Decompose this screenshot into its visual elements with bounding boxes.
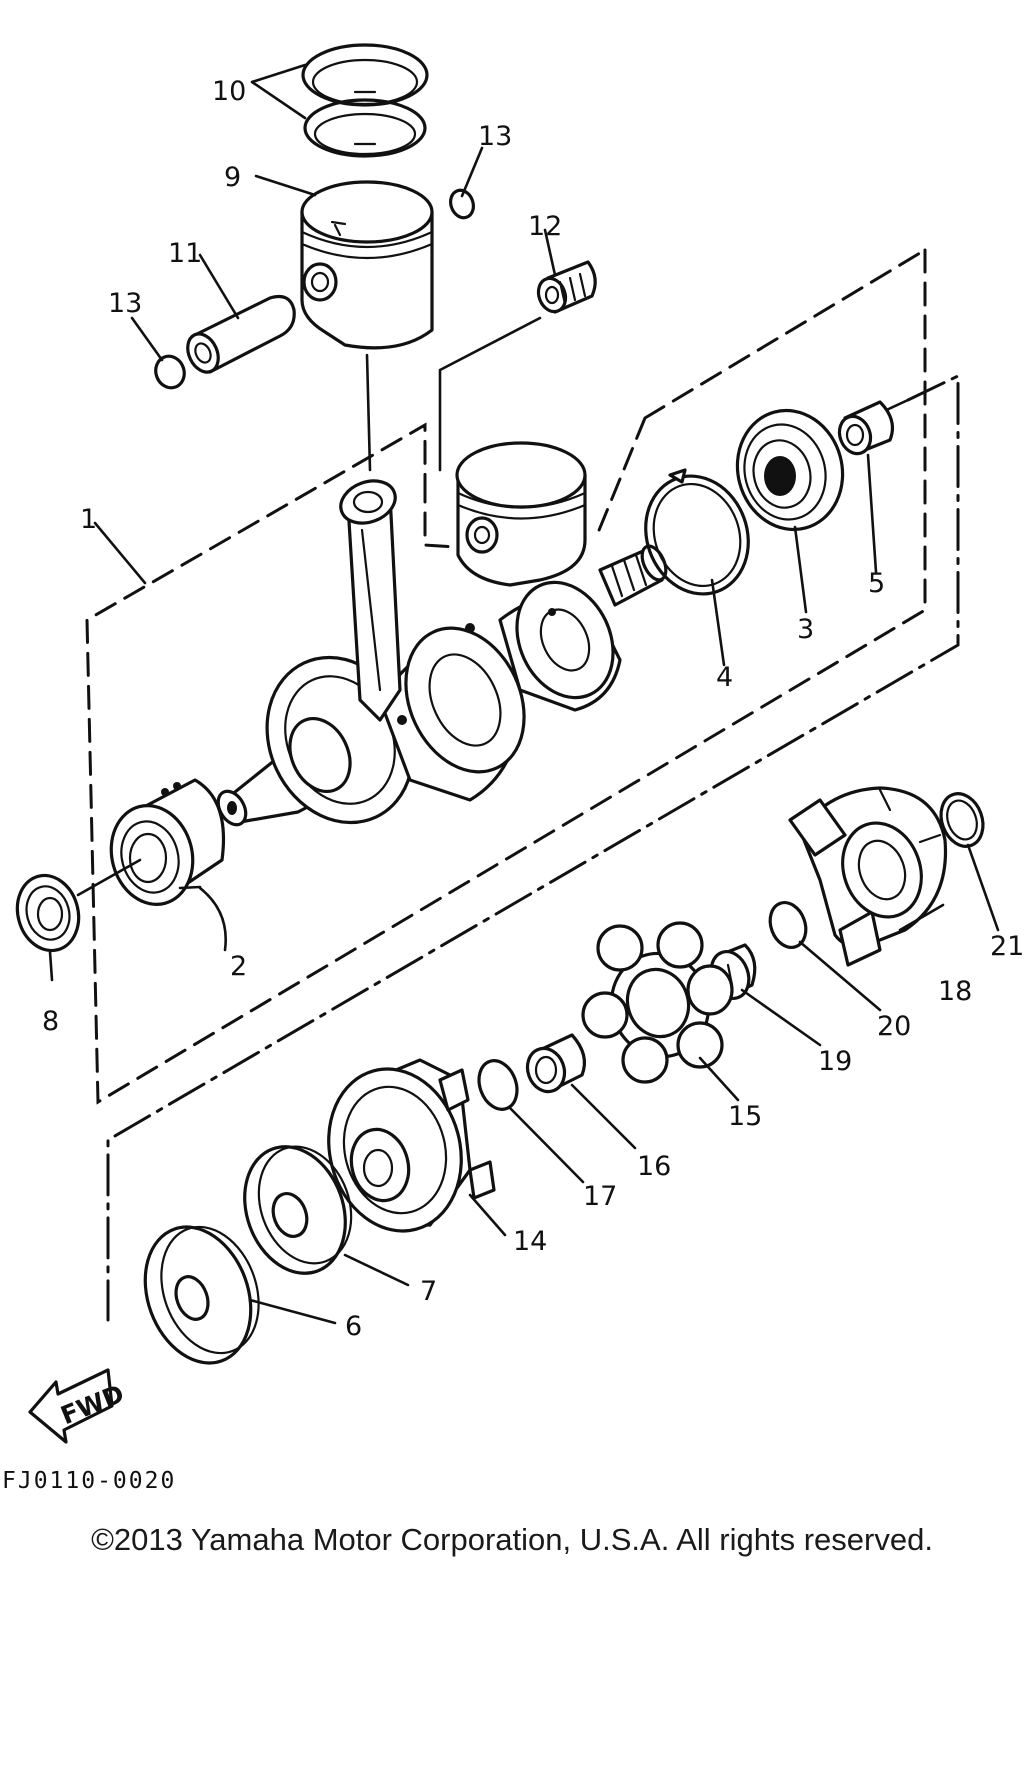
- leader-lines: [48, 63, 1000, 1325]
- rubber-damper: [581, 921, 734, 1084]
- copyright-notice: ©2013 Yamaha Motor Corporation, U.S.A. A…: [91, 1522, 933, 1557]
- callout-10: 10: [212, 76, 246, 107]
- callout-15: 15: [728, 1101, 762, 1132]
- callout-21: 21: [990, 931, 1024, 962]
- o-ring-20: [768, 901, 808, 949]
- callout-1: 1: [80, 504, 97, 535]
- fwd-arrow-icon: FWD: [28, 1368, 128, 1444]
- seal-to-bearing-line: [76, 858, 142, 897]
- crankshaft-sub-boundary: [423, 478, 472, 550]
- rear-bearing: [735, 408, 845, 532]
- connecting-rod: [339, 479, 402, 722]
- piston-lower: [455, 441, 587, 587]
- coupling-housing: [788, 786, 948, 967]
- piston-pin-clip-right: [449, 188, 475, 220]
- o-ring-21: [939, 792, 985, 848]
- callout-9: 9: [224, 162, 241, 193]
- figure-code: FJ0110-0020: [2, 1468, 176, 1494]
- callout-6: 6: [345, 1311, 362, 1342]
- callout-7: 7: [420, 1276, 437, 1307]
- piston-rings: [301, 43, 429, 158]
- washer-6: [143, 1225, 260, 1365]
- callout-13a: 13: [478, 121, 512, 152]
- callout-16: 16: [637, 1151, 671, 1182]
- callout-18: 18: [938, 976, 972, 1007]
- coupling-assembly-boundary: [106, 373, 960, 1322]
- piston-upper: [300, 180, 434, 350]
- small-end-bearing: [536, 260, 597, 314]
- callout-11: 11: [168, 238, 202, 269]
- oil-seal: [15, 873, 81, 953]
- washer-7: [243, 1145, 353, 1275]
- front-bearing: [109, 778, 226, 906]
- piston-link-dash: [593, 248, 927, 542]
- callout-12: 12: [528, 211, 562, 242]
- crankshaft-assembly-boundary: [85, 248, 927, 1105]
- callout-8: 8: [42, 1006, 59, 1037]
- callout-19: 19: [818, 1046, 852, 1077]
- collar: [837, 400, 894, 456]
- piston-to-rod-line: [365, 353, 372, 472]
- callout-20: 20: [877, 1011, 911, 1042]
- callout-17: 17: [583, 1181, 617, 1212]
- o-ring-17: [477, 1059, 519, 1111]
- callout-5: 5: [868, 568, 885, 599]
- piston-pin-clip-left: [154, 354, 186, 390]
- callout-4: 4: [716, 662, 733, 693]
- crankshaft: [216, 544, 668, 827]
- piston-pin: [186, 294, 296, 374]
- callout-14: 14: [513, 1226, 547, 1257]
- coupling-collar: [525, 1033, 586, 1094]
- callout-3: 3: [797, 614, 814, 645]
- bearing-to-rod-line: [438, 316, 542, 472]
- callout-2: 2: [230, 951, 247, 982]
- circlip: [644, 468, 750, 596]
- callout-13b: 13: [108, 288, 142, 319]
- coupling-hub: [327, 1058, 496, 1233]
